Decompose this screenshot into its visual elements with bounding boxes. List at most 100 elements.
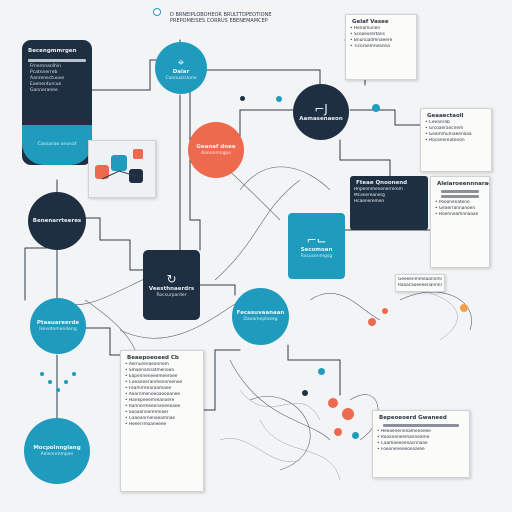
connector [83, 217, 144, 271]
card-item: Geammurnaeenaaa [425, 132, 487, 138]
node-subtitle: Aannnmngpe [200, 150, 232, 156]
connector [339, 139, 391, 181]
list-item: Sooaanneremnaer [125, 410, 199, 416]
card-item: Ticoraemneanna [350, 44, 412, 50]
card-item: Grcoaerancnem [425, 126, 487, 132]
j-letter-icon: ⌐J [314, 101, 328, 116]
card-title: Aleiaroeennnarae [437, 181, 490, 187]
dashboard-icon [95, 149, 143, 183]
molecule-dot [40, 372, 44, 376]
teal-node-top[interactable]: ⌖ Dalar Connuarclone [155, 42, 207, 94]
teal-node-bottom-left[interactable]: Mocpolnnglang Aelennmmpen [24, 418, 90, 484]
connector [204, 69, 321, 85]
card-row: Hnpennmenenerrerom [354, 187, 403, 192]
sidebar-footer-label: Cossanae anonaf [37, 142, 77, 147]
list-item: Rannermeeenaneeoaee [125, 404, 199, 410]
molecule-dot [382, 308, 388, 314]
status-dot [153, 8, 161, 16]
node-subtitle: Rocsurparder [156, 292, 187, 298]
list-item: Caaeanrnenaeamnae [125, 416, 199, 422]
list-item: Eapenneneeemeeroee [125, 374, 199, 380]
card-item: Bnunuadmnaeere [350, 38, 412, 44]
center-list-card: Beaepoeoeed Cb Aernurenaeonnem Smaeriann… [120, 350, 204, 492]
molecule-dot [318, 368, 325, 375]
teal-node-mid[interactable]: ⌐⌙ Secomoan Rocusenmgsg [288, 213, 345, 279]
card-title: Bepeoeoerd Gwaneed [379, 415, 447, 421]
connector-faint [259, 419, 341, 481]
placeholder-line [441, 190, 479, 193]
card-item: Rooaneneemanneame [377, 435, 465, 441]
connector-faint [239, 389, 321, 421]
connector [24, 247, 58, 301]
connector [199, 284, 236, 296]
connector-curve [214, 179, 301, 281]
list-item: Feamrrenaraamaee [125, 386, 199, 392]
node-subtitle: Connuarclone [165, 75, 197, 81]
card-item: Hocanereutenon [425, 138, 487, 144]
banner-line: Geeeenmmeaannmneoe [398, 277, 442, 282]
connector-faint [419, 289, 458, 341]
node-subtitle: Rocusenmgsg [300, 253, 333, 259]
placeholder-line [28, 59, 86, 62]
node-title: Dalar [172, 68, 190, 75]
navy-node-top-right[interactable]: ⌐J Aamasenaeon [293, 84, 349, 140]
list-item: Heeerrmoaneeee [125, 422, 199, 428]
sidebar-item: Aanrenectuuve [30, 76, 65, 81]
molecule-dot [240, 96, 245, 101]
placeholder-line [383, 424, 459, 427]
connector-curve [229, 359, 331, 441]
banner-line: Raaacaoeeeenannnmoee [398, 283, 442, 288]
placeholder-line [441, 195, 479, 198]
info-card-top-right: Gelaf Vasee Henamunen Scoaeorertans Bnun… [345, 14, 417, 80]
card-item: Caamaeeeenacnnaae [377, 441, 465, 447]
card-item: Pooonenatene [435, 200, 485, 206]
teal-node-center-low[interactable]: Fecasuvaanaan Daeameptaseg [232, 288, 289, 345]
connector-curve [399, 291, 472, 331]
connector [199, 349, 241, 411]
molecule-dot [276, 96, 282, 102]
navy-node-center[interactable]: ↻ Veesthnaerdrs Rocsurparder [143, 250, 200, 320]
molecule-dot [302, 390, 308, 396]
node-title: Benenarrteeres [32, 217, 82, 224]
connector [91, 59, 161, 91]
molecule-dot [342, 408, 354, 420]
molecule-dot [64, 380, 68, 384]
molecule-dot [52, 342, 60, 350]
molecule-dot [368, 318, 376, 326]
molecule-dot [460, 304, 468, 312]
molecule-dot [372, 104, 380, 112]
card-item: Foeoneneoeonoaree [377, 447, 465, 453]
molecule-dot [56, 388, 60, 392]
card-title: Gelaf Vasee [352, 19, 389, 25]
card-title: Beaepoeoeed Cb [127, 355, 179, 361]
sidebar-footer[interactable]: Cossanae anonaf [22, 125, 92, 165]
list-item: Hanepeeemreanoere [125, 398, 199, 404]
navy-node-left[interactable]: Benenarrteeres [28, 192, 86, 250]
card-item: Hoenneamnnaaan [435, 212, 485, 218]
sidebar-item: Pcatnnerreb [30, 70, 58, 75]
connector [84, 327, 121, 356]
node-title: Fecasuvaanaan [236, 310, 285, 316]
card-item: Heeaenenneamenoeee [377, 429, 465, 435]
node-title: Mocpolnnglang [33, 444, 81, 451]
bracket-icon: ⌐⌙ [306, 232, 327, 247]
card-item: Ceeanrab [425, 120, 487, 126]
dark-info-card[interactable]: Fteae Qnoonend Hnpennmenenerrerom Mcaner… [350, 176, 428, 230]
connector-curve [249, 396, 311, 471]
header-line: PREPOMEISES CORRUS EBENEMAMCEP [170, 18, 268, 24]
connector-faint [219, 438, 301, 462]
illustration-card [88, 140, 156, 198]
node-title: Aamasenaeon [299, 115, 343, 122]
card-row: Mcanereanerg [354, 193, 385, 198]
molecule-dot [334, 428, 342, 436]
node-title: Ptaauareerde [36, 319, 80, 326]
coral-node[interactable]: Geanaf dnee Aannnmngpe [188, 122, 244, 178]
connector [287, 344, 341, 396]
node-subtitle: Aelennmmpen [40, 451, 74, 457]
card-row: Hcaeneremen [354, 199, 385, 204]
card-item: Geaerrannanoen [435, 206, 485, 212]
molecule-dot [48, 380, 52, 384]
connector [349, 109, 421, 126]
header-text: D BRNEIPLOBOHEOR BRULTTDPEOTIONE PREPOME… [170, 12, 320, 32]
